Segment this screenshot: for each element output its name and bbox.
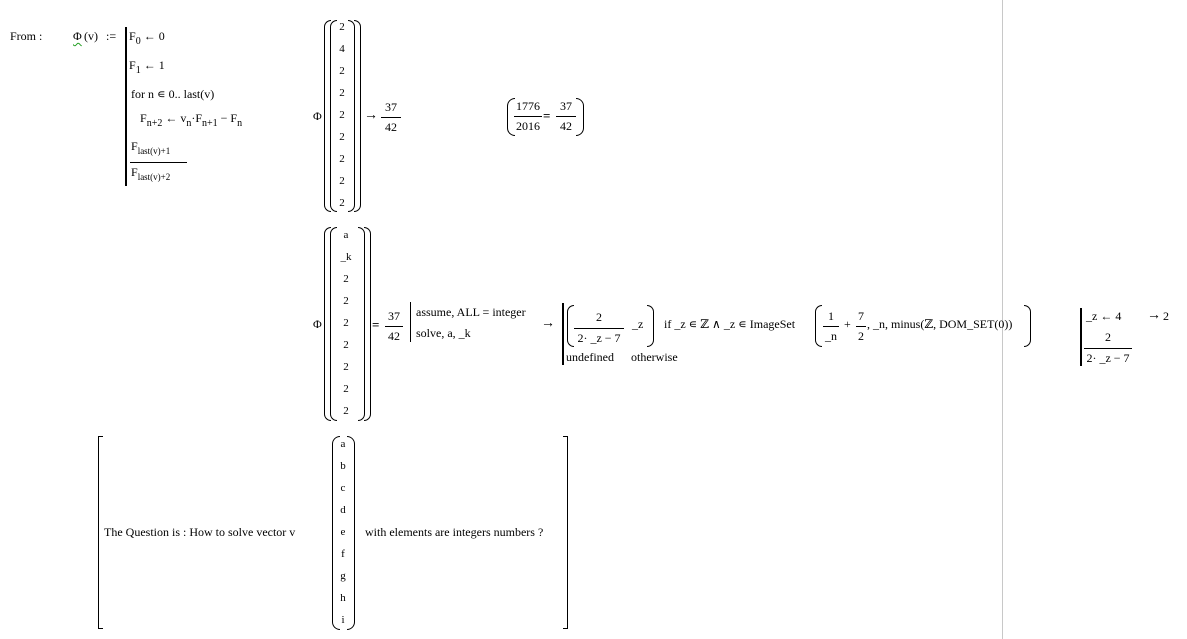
right-paren-outer (364, 227, 371, 421)
vector-element: 2 (343, 405, 349, 417)
imageset-right-paren (1024, 305, 1031, 347)
keyword-assume: assume, ALL = integer (416, 305, 526, 319)
vector-element: b (340, 460, 346, 472)
condition-text: if _z ∊ ℤ ∧ _z ∊ ImageSet (664, 317, 796, 331)
vector-element: d (340, 504, 346, 516)
keyword-solve: solve, a, _k (416, 326, 471, 340)
solution-denominator: 2· _z − 7 (577, 331, 621, 345)
imageset-left-paren (815, 305, 822, 347)
vector-element: 2 (339, 109, 345, 121)
function-arg: (v) (84, 29, 98, 43)
vector-element: _k (340, 251, 352, 263)
target-numerator: 37 (388, 309, 400, 323)
vector-element: 2 (339, 131, 345, 143)
vector-element: i (341, 614, 345, 626)
target-denominator: 42 (388, 329, 400, 343)
from-label: From : (10, 29, 43, 43)
left-paren-outer (324, 20, 331, 212)
function-name: Φ (73, 29, 82, 43)
symbolic-arrow: → (541, 316, 555, 331)
imageset-denominator-1: _n (825, 329, 837, 343)
vector-element: 2 (339, 153, 345, 165)
vector-element: h (340, 592, 346, 604)
eval3-numerator: 2 (1105, 330, 1111, 344)
keyword-bar (410, 302, 411, 342)
imageset-fraction-2: 7 2 (856, 309, 866, 344)
assign-z-line: _z ← 4 (1086, 309, 1122, 323)
eval3-fraction: 2 2· _z − 7 (1084, 330, 1132, 366)
assign-operator: := (106, 29, 117, 43)
check-right-fraction: 37 42 (556, 99, 576, 134)
vector-element: 2 (339, 65, 345, 77)
vector-element: 2 (339, 87, 345, 99)
vector-element: 4 (339, 43, 345, 55)
imageset-numerator-2: 7 (858, 309, 864, 323)
vector-element: f (341, 548, 345, 560)
solution-numerator: 2 (596, 310, 602, 324)
left-paren-inner (330, 20, 337, 212)
symbolic-arrow: → (1147, 308, 1161, 323)
phi-call: Φ (313, 317, 322, 331)
solution-fraction: 2 2· _z − 7 (574, 310, 624, 346)
vector-element: 2 (339, 175, 345, 187)
return-numerator: Flast(v)+1 (131, 139, 171, 156)
program-line-for: for n ∊ 0.. last(v) (131, 87, 215, 101)
program-bar (125, 27, 127, 186)
bold-equals: = (372, 317, 380, 332)
target-fraction: 37 42 (385, 309, 403, 344)
imageset-numerator-1: 1 (828, 309, 834, 323)
imageset-tail: , _n, minus(ℤ, DOM_SET(0)) (867, 317, 1013, 331)
phi-call: Φ (313, 109, 322, 123)
vector-element: g (340, 570, 346, 582)
eval3-result: 2 (1163, 309, 1169, 323)
vector-element: 2 (343, 339, 349, 351)
result-denominator: 42 (385, 120, 397, 134)
vector-element: e (340, 526, 346, 538)
left-paren-inner (330, 227, 337, 421)
undefined-text: undefined (566, 350, 614, 364)
plus-operator: + (844, 317, 851, 331)
result-numerator: 37 (385, 100, 397, 114)
vector-element: 2 (343, 361, 349, 373)
question-right-bracket (563, 436, 568, 629)
question-suffix: with elements are integers numbers ? (365, 525, 544, 539)
return-denominator: Flast(v)+2 (131, 165, 171, 182)
piecewise-bar (562, 303, 564, 365)
result-fraction: 37 42 (381, 100, 401, 135)
vector-element: 2 (343, 273, 349, 285)
vector-element: 2 (343, 317, 349, 329)
vector-element: 2 (339, 21, 345, 33)
question-prefix: The Question is : How to solve vector v (104, 525, 296, 539)
right-paren-outer (354, 20, 361, 212)
vector-element: a (340, 438, 346, 450)
solution-left-paren (567, 305, 574, 347)
vector-element: a (343, 229, 349, 241)
check-left-numerator: 1776 (516, 99, 540, 113)
imageset-fraction-1: 1 _n (823, 309, 839, 344)
program-line-1: F0 ← 0 (129, 29, 165, 47)
bold-equals: = (543, 108, 551, 123)
program-line-2: F1 ← 1 (129, 58, 165, 76)
return-fraction-bar (130, 162, 187, 163)
question-left-bracket (98, 436, 103, 629)
vector-element: 2 (343, 295, 349, 307)
vector-element: c (340, 482, 346, 494)
program-line-recurrence: Fn+2 ← vn·Fn+1 − Fn (140, 111, 243, 129)
check-left-denominator: 2016 (516, 119, 540, 133)
symbolic-arrow: → (364, 108, 378, 123)
left-paren-outer (324, 227, 331, 421)
check-left-fraction: 1776 2016 (514, 99, 542, 134)
page-boundary-line (1002, 0, 1003, 639)
check-right-paren (576, 98, 584, 136)
vector-element: 2 (339, 197, 345, 209)
solution-right-paren (647, 305, 654, 347)
check-right-denominator: 42 (560, 119, 572, 133)
vector-element: 2 (343, 383, 349, 395)
check-right-numerator: 37 (560, 99, 572, 113)
otherwise-text: otherwise (631, 350, 678, 364)
solution-z: _z (632, 317, 644, 331)
eval3-program-bar (1080, 308, 1082, 366)
imageset-denominator-2: 2 (858, 329, 864, 343)
eval3-denominator: 2· _z − 7 (1086, 351, 1130, 365)
